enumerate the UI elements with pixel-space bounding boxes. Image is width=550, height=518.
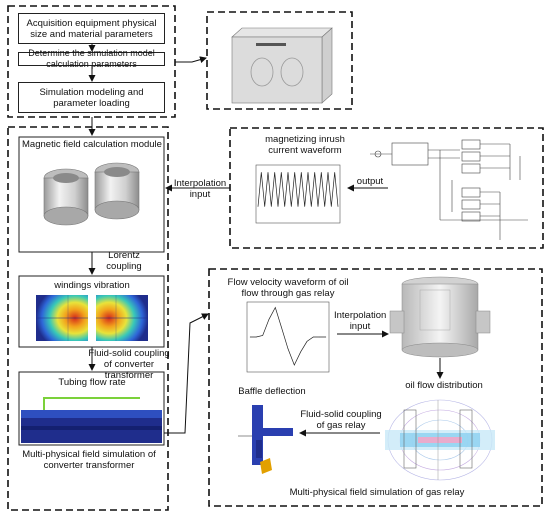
step-3-label: Simulation modeling and parameter loadin… [39, 86, 144, 109]
gas-relay-group [208, 268, 543, 507]
step-1-label: Acquisition equipment physical size and … [26, 17, 157, 40]
interpolation-input-magnetic-label: Interpolation input [173, 178, 227, 200]
enclosure-group [206, 11, 353, 110]
lorentz-label: Lorentz coupling [106, 250, 142, 272]
tubing-model [21, 397, 162, 443]
interpolation-input-relay-label: Interpolation input [334, 310, 387, 332]
flow-chart-frame [246, 301, 330, 373]
oil-flow-label: oil flow distribution [405, 380, 483, 391]
inrush-chart-frame [255, 164, 341, 224]
tubing-label: Tubing flow rate [58, 377, 126, 388]
flow-chart [246, 301, 330, 373]
flow-title: Flow velocity waveform of oil flow throu… [227, 277, 349, 299]
magnetic-module-label: Magnetic field calculation module [22, 139, 162, 150]
output-label: output [356, 176, 384, 187]
arrow-converter-gas [164, 313, 209, 434]
coil-model [43, 162, 140, 226]
step-2-box: Determine the simulation model calculati… [18, 48, 165, 69]
magnetic-module-box [18, 136, 165, 253]
windings-heatmap [36, 295, 148, 341]
enclosure-model [231, 27, 333, 104]
step-3-box: Simulation modeling and parameter loadin… [18, 82, 165, 113]
multi-physical-gas-label: Multi-physical field simulation of gas r… [289, 487, 465, 498]
inrush-title: magnetizing inrush current waveform [265, 134, 345, 156]
waveform-line [257, 172, 339, 207]
multi-physical-converter-label: Multi-physical field simulation of conve… [22, 449, 156, 471]
baffle-model [238, 405, 293, 474]
oil-flow-model [385, 399, 495, 481]
arrow-steps-enclosure [175, 56, 207, 64]
gas-relay-model [389, 276, 491, 358]
windings-label: windings vibration [54, 280, 130, 291]
inrush-chart [255, 164, 341, 224]
step-1-box: Acquisition equipment physical size and … [18, 13, 165, 44]
circuit-diagram [370, 139, 528, 240]
fluid-solid-converter-label: Fluid-solid coupling of converter transf… [88, 348, 170, 381]
waveform-line [250, 306, 326, 366]
converter-group [7, 126, 169, 511]
baffle-label: Baffle deflection [238, 386, 306, 397]
step-2-label: Determine the simulation model calculati… [28, 48, 155, 69]
fluid-solid-gas-label: Fluid-solid coupling of gas relay [300, 409, 382, 431]
